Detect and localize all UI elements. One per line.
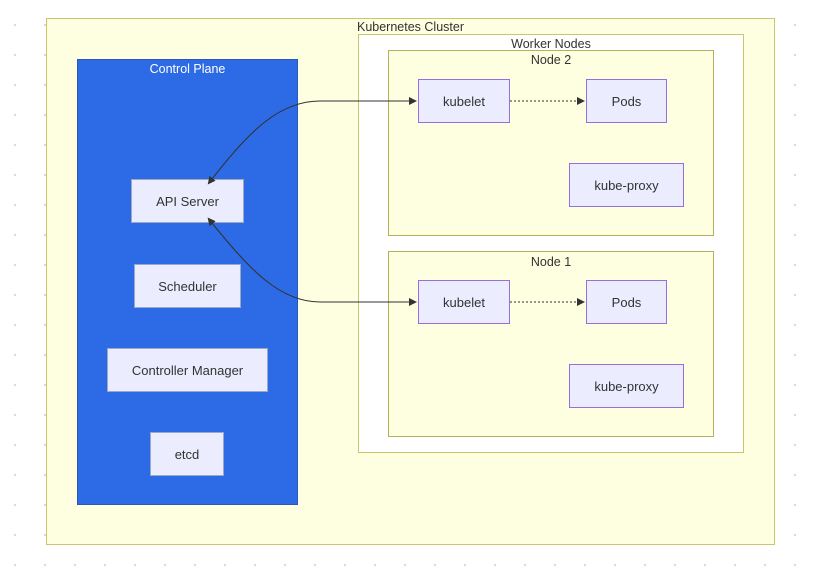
edge-api-server-node1-kubelet (207, 217, 417, 306)
node-1-kubelet[interactable]: kubelet (418, 280, 510, 324)
api-server-node[interactable]: API Server (131, 179, 244, 223)
worker-nodes-label: Worker Nodes (511, 37, 591, 51)
node-1-kube-proxy[interactable]: kube-proxy (569, 364, 684, 408)
node-2-kube-proxy-label: kube-proxy (594, 177, 659, 193)
node-1-label: Node 1 (530, 255, 572, 269)
controller-manager-label: Controller Manager (131, 362, 244, 378)
node-1-kubelet-label: kubelet (443, 294, 485, 310)
controller-manager-node[interactable]: Controller Manager (107, 348, 268, 392)
etcd-node[interactable]: etcd (150, 432, 224, 476)
node-2-label: Node 2 (530, 53, 572, 67)
node-2-pods[interactable]: Pods (586, 79, 667, 123)
node-2-pods-label: Pods (611, 93, 642, 109)
node-1-pods-label: Pods (611, 294, 642, 310)
kubernetes-cluster-label: Kubernetes Cluster (356, 20, 464, 34)
api-server-label: API Server (156, 193, 219, 209)
edge-api-server-node2-kubelet (207, 97, 417, 185)
node-2-kubelet-label: kubelet (443, 93, 485, 109)
node-1-kube-proxy-label: kube-proxy (594, 378, 659, 394)
node-2-kube-proxy[interactable]: kube-proxy (569, 163, 684, 207)
etcd-label: etcd (174, 446, 200, 462)
node-2-kubelet[interactable]: kubelet (418, 79, 510, 123)
node-1-pods[interactable]: Pods (586, 280, 667, 324)
control-plane-label: Control Plane (149, 62, 226, 76)
scheduler-label: Scheduler (158, 278, 217, 294)
